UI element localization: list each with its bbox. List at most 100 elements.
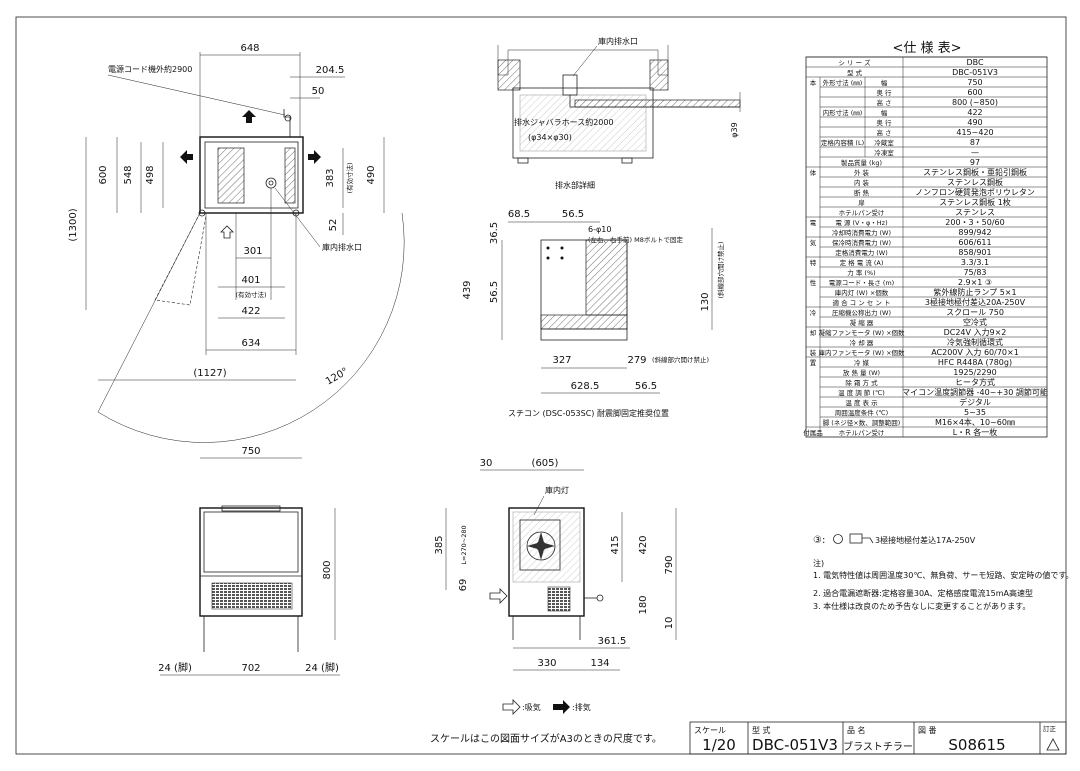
spec-value: 5~35 [964,408,986,417]
dim-52: 52 [328,219,339,232]
exhaust-arrow-icon [242,110,256,123]
exhaust-arrow-icon [308,150,321,164]
revision-triangle-icon [1046,738,1060,751]
spec-sub-label: 幅 [881,78,888,87]
spec-value: L・R 各一枚 [953,427,998,437]
name-label: 品 名 [847,725,866,735]
drain-hose-label: 排水ジャバラホース約2000 [514,117,614,127]
scale-value: 1/20 [702,736,736,754]
dim-548: 548 [123,165,134,184]
model-value: DBC-051V3 [752,736,838,754]
spec-sub-label: 高 さ [876,98,891,107]
plan-view: 648 204.5 50 電源コード機外約2900 600 548 498 38… [68,43,405,443]
hole-label: 6-φ10 [588,225,611,234]
spec-group-label: ホテルパン受け [839,428,885,437]
spec-sub-label: 冷凍室 [874,148,894,157]
dim-385: 385 [434,535,445,554]
dim-24-right: 24 (脚) [305,661,339,674]
legend-exhaust: :排気 [572,702,591,712]
drain-detail-caption: 排水部詳細 [555,180,595,190]
spec-value: DC24V 入力9×2 [944,327,1007,337]
spec-value: 3極接地極付差込20A-250V [925,297,1026,307]
spec-section-label: 置 [810,359,817,367]
spec-section-label: 気 [810,238,817,247]
dim-634: 634 [241,338,260,349]
spec-value: 415~420 [956,128,993,137]
dim-120deg: 120° [324,366,350,388]
dim-327: 327 [552,355,571,366]
spec-sub-label: 幅 [881,108,888,117]
dim-56-5-top: 56.5 [562,209,584,220]
door-handle [221,505,281,512]
inner-note-2: (有効寸法) [235,290,266,299]
dim-30: 30 [480,458,493,469]
plan-evaporator [217,147,245,204]
dim-330: 330 [537,658,556,669]
plug-mark: ③: [813,535,825,546]
intake-arrow-icon [489,588,508,604]
spec-group-label: 庫内ファンモータ (W) ×個数 [818,348,905,357]
spec-value: ノンフロン硬質発泡ポリウレタン [915,187,1035,197]
plug-icon [849,533,863,544]
spec-group-label: 定格内容積 (L) [821,138,864,147]
model-label: 型 式 [752,725,771,735]
spec-value: — [971,148,979,157]
spec-value: 490 [967,118,982,127]
dim-phi39: φ39 [730,122,739,137]
lamp-label: 庫内灯 [545,485,569,495]
notes-heading: 注) [813,558,824,568]
spec-group-label: 製品質量 (kg) [841,158,882,167]
spec-group-label: 除 霜 方 式 [845,378,878,387]
dim-1300: (1300) [68,208,79,241]
dim-180: 180 [638,595,649,614]
front-door [203,511,299,573]
dim-439: 439 [462,280,473,299]
dim-56-5-bottom: 56.5 [635,381,657,392]
spec-group-label: 温 度 調 節 (℃) [838,388,885,397]
scale-label: スケール [694,726,726,735]
spec-sub-label: 奥 行 [876,88,892,97]
spec-value: DBC [966,58,984,67]
spec-value: 2.9×1 ③ [958,278,992,287]
dim-383: 383 [325,168,336,187]
spec-section-label: 冷 [810,308,817,317]
spec-value: 200・3・50/60 [945,218,1004,227]
spec-value: 858/901 [958,248,991,257]
exhaust-arrow-icon [180,150,193,164]
note-3: 3. 本仕様は改良のため予告なしに変更することがあります。 [813,601,1030,611]
spec-value: 899/942 [958,228,991,237]
spec-value: 600 [967,88,982,97]
dim-415: 415 [610,535,621,554]
spec-group-label: 外形寸法 (㎜) [823,78,863,87]
front-cabinet [199,507,303,617]
spec-value: スクロール 750 [946,308,1004,317]
spec-group-label: シ リ ー ズ [838,58,871,67]
sheet-border [15,16,1067,755]
spec-section-label: 体 [810,168,817,177]
spec-sub-label: 冷蔵室 [874,138,894,147]
spec-value: DBC-051V3 [952,68,998,77]
spec-section-label: 性 [810,278,817,287]
spec-section-label: 却 [810,328,817,337]
dim-648: 648 [240,43,259,54]
spec-value: 紫外線防止ランプ 5×1 [933,287,1016,297]
dim-301: 301 [243,246,262,257]
spec-value: ステンレス鋼板 1枚 [939,197,1011,207]
dim-422: 422 [241,306,260,317]
spec-group-label: 凝縮ファンモータ (W) ×個数 [818,328,905,337]
dim-69: 69 [458,579,469,592]
spec-value: HFC R448A (780g) [938,358,1012,367]
drain-hose-dim: (φ34×φ30) [528,133,572,142]
notes: 注) 1. 電気特性値は周囲温度30℃、無負荷、サーモ短路、安定時の値です。 2… [813,558,1074,611]
spec-value: 3.3/3.1 [961,258,989,267]
spec-value: 750 [967,78,982,87]
spec-value: ヒータ方式 [955,377,995,387]
note-2: 2. 過合電漏遮断器:定格容量30A、定格感度電流15mA高速型 [813,588,1033,598]
drain-label: 庫内排水口 [322,242,362,252]
spec-value: デジタル [959,397,991,407]
spec-group-label: 凝 縮 器 [850,318,874,327]
airflow-legend: :吸気 :排気 [502,699,591,715]
